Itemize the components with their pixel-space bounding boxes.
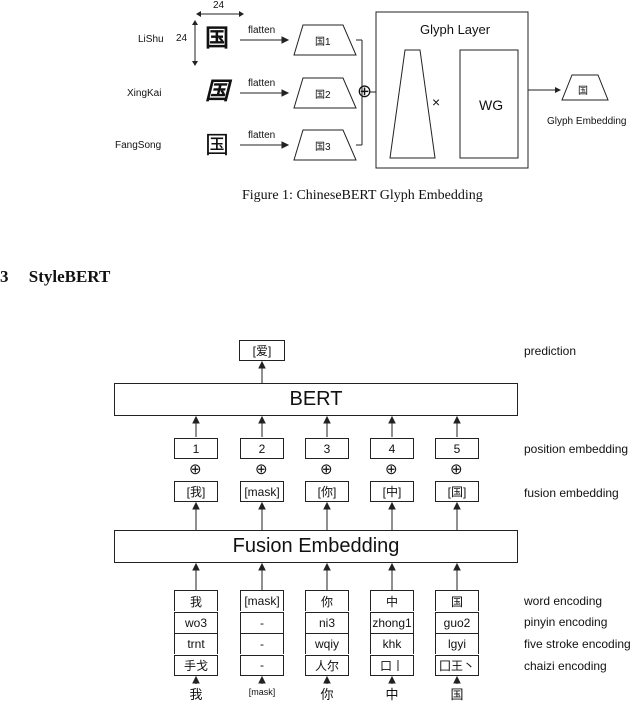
stroke-encoding-cell: - <box>240 633 284 654</box>
figure-1-drawing <box>240 11 609 169</box>
five-stroke-encoding-label: five stroke encoding <box>524 637 631 651</box>
glyph-layer-title: Glyph Layer <box>420 22 491 37</box>
circled-plus-icon: ⊕ <box>189 461 202 478</box>
word-encoding-cell: 你 <box>305 590 349 611</box>
wg-label: WG <box>479 97 504 113</box>
arrow-head <box>258 360 266 369</box>
arrow-head <box>192 562 200 571</box>
chaizi-encoding-cell: 口丨 <box>370 654 414 676</box>
glyph-height-label: 24 <box>176 33 188 44</box>
word-encoding-cell: [mask] <box>240 590 284 611</box>
arrow-head <box>388 415 396 424</box>
input-char: 你 <box>320 687 334 702</box>
glyph-fangsong: 国 <box>205 131 229 159</box>
chaizi-encoding-cell: 手戈 <box>174 654 218 676</box>
arrow-head <box>192 501 200 510</box>
arrow-head <box>453 415 461 424</box>
fusion-token-box: [国] <box>435 481 479 502</box>
pinyin-encoding-cell: wo3 <box>174 611 218 633</box>
pinyin-encoding-cell: zhong1 <box>370 611 414 633</box>
stroke-encoding-cell: lgyi <box>435 633 479 654</box>
fusion-token-box: [你] <box>305 481 349 502</box>
concat-plus-icon: ⊕ <box>357 81 373 101</box>
pinyin-encoding-cell: ni3 <box>305 611 349 633</box>
arrow-head <box>453 562 461 571</box>
position-box: 2 <box>240 438 284 459</box>
font-label-xingkai: XingKai <box>127 88 162 99</box>
glyph-xingkai: 国 <box>205 78 229 105</box>
multiply-icon: × <box>432 94 441 110</box>
arrow-head <box>388 562 396 571</box>
fusion-token-box: [中] <box>370 481 414 502</box>
font-label-lishu: LiShu <box>138 34 164 45</box>
height-arrow <box>192 20 198 66</box>
circled-plus-icon: ⊕ <box>385 461 398 478</box>
chaizi-encoding-cell: - <box>240 654 284 676</box>
arrow-head <box>453 675 461 684</box>
input-char: 国 <box>450 687 464 702</box>
output-glyph: 国 <box>578 86 588 97</box>
arrow-head <box>323 501 331 510</box>
bert-block: BERT <box>114 383 518 416</box>
position-box: 5 <box>435 438 479 459</box>
word-encoding-cell: 国 <box>435 590 479 611</box>
arrow-head <box>258 562 266 571</box>
flat-glyph-3: 国3 <box>315 142 331 153</box>
chaizi-encoding-cell: 囗王丶 <box>435 654 479 676</box>
fusion-embedding-label: fusion embedding <box>524 486 619 500</box>
pinyin-encoding-cell: guo2 <box>435 611 479 633</box>
arrow-head <box>388 675 396 684</box>
flatten-label-2: flatten <box>248 78 276 89</box>
arrow-head <box>388 501 396 510</box>
chaizi-encoding-cell: 人尔 <box>305 654 349 676</box>
stroke-encoding-cell: wqiy <box>305 633 349 654</box>
chaizi-encoding-label: chaizi encoding <box>524 659 607 673</box>
glyph-embedding-label: Glyph Embedding <box>547 116 627 127</box>
input-char: [mask] <box>248 687 276 697</box>
input-char: 我 <box>189 687 203 702</box>
arrow-head <box>192 415 200 424</box>
font-label-fangsong: FangSong <box>115 140 162 151</box>
width-arrow <box>196 11 244 17</box>
flat-glyph-1: 国1 <box>315 37 331 48</box>
stroke-encoding-cell: khk <box>370 633 414 654</box>
stylebert-arrows <box>192 360 461 684</box>
position-box: 3 <box>305 438 349 459</box>
fusion-embedding-block: Fusion Embedding <box>114 530 518 563</box>
circled-plus-icon: ⊕ <box>320 461 333 478</box>
fusion-token-box: [我] <box>174 481 218 502</box>
glyph-width-label: 24 <box>213 0 225 11</box>
input-char: 中 <box>385 687 399 702</box>
section-number: 3 <box>0 267 9 286</box>
flatten-label-3: flatten <box>248 130 276 141</box>
section-title: StyleBERT <box>28 267 111 286</box>
prediction-token: [爱] <box>239 340 285 361</box>
position-box: 4 <box>370 438 414 459</box>
figure-1-caption: Figure 1: ChineseBERT Glyph Embedding <box>242 188 483 203</box>
word-encoding-label: word encoding <box>524 594 603 608</box>
flat-glyph-2: 国2 <box>315 90 331 101</box>
arrow-head <box>192 675 200 684</box>
arrow-head <box>258 415 266 424</box>
stroke-encoding-cell: trnt <box>174 633 218 654</box>
word-encoding-cell: 中 <box>370 590 414 611</box>
flatten-label-1: flatten <box>248 25 276 36</box>
pinyin-encoding-label: pinyin encoding <box>524 615 608 629</box>
circled-plus-icon: ⊕ <box>255 461 268 478</box>
prediction-label: prediction <box>524 344 577 358</box>
section-heading: 3 StyleBERT <box>0 267 110 287</box>
word-encoding-cell: 我 <box>174 590 218 611</box>
glyph-lishu: 国 <box>205 25 229 52</box>
circled-plus-icon: ⊕ <box>450 461 463 478</box>
arrow-head <box>258 675 266 684</box>
arrow-head <box>323 675 331 684</box>
arrow-head <box>323 562 331 571</box>
position-box: 1 <box>174 438 218 459</box>
pinyin-encoding-cell: - <box>240 611 284 633</box>
fusion-token-box: [mask] <box>240 481 284 502</box>
arrow-head <box>258 501 266 510</box>
arrow-head <box>453 501 461 510</box>
arrow-head <box>323 415 331 424</box>
position-embedding-label: position embedding <box>524 442 629 456</box>
